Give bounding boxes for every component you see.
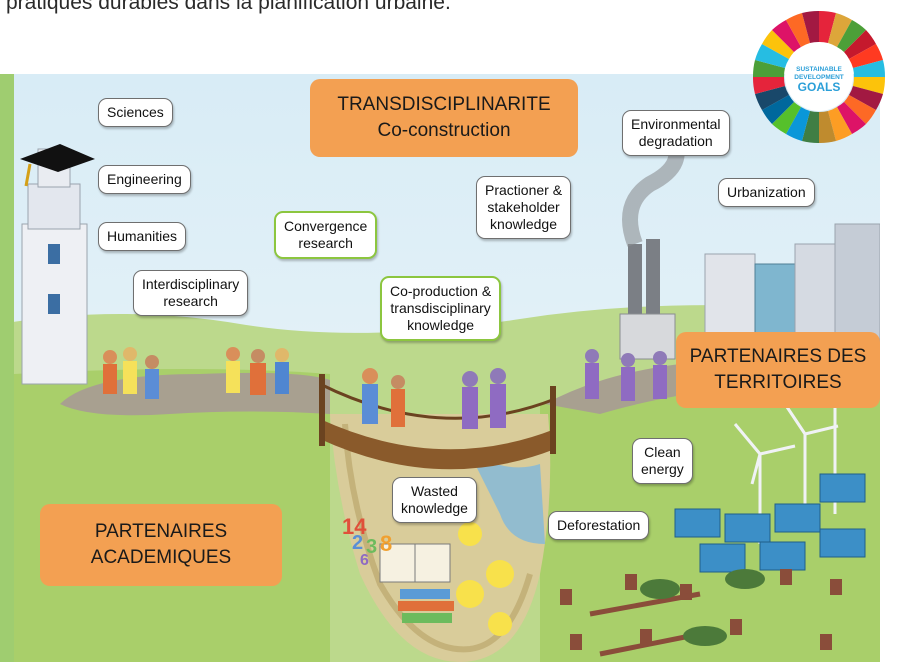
sdg-line-1: SUSTAINABLE [796,66,842,73]
sdg-wheel-icon: SUSTAINABLE DEVELOPMENT GOALS [752,10,886,144]
deforestation-stumps [560,569,842,657]
bubble-line: stakeholder [487,199,560,215]
books-and-bulbs [379,522,514,636]
sdg-line-3: GOALS [798,80,841,94]
bubble-line: knowledge [407,317,475,333]
label-line: Co-construction [377,120,511,141]
sdg-line-2: DEVELOPMENT [794,74,844,81]
label-partenaires-territoires: PARTENAIRES DES TERRITOIRES [676,332,880,408]
city-buildings [704,223,880,350]
bubble-practioner: Practioner & stakeholder knowledge [476,176,572,239]
bubble-line: Convergence [284,218,368,234]
bubble-humanities: Humanities [98,222,187,251]
people-group-convergence [226,347,289,395]
bubble-deforestation: Deforestation [548,511,650,540]
bubble-line: energy [641,461,684,477]
label-line: TERRITOIRES [714,372,842,393]
sdg-logo: SUSTAINABLE DEVELOPMENT GOALS [750,8,888,146]
bubble-line: Practioner & [485,182,563,198]
university-tower [20,144,95,385]
label-transdisciplinarite: TRANSDISCIPLINARITE Co-construction [310,79,578,157]
bubble-line: Environmental [631,116,721,132]
people-group-right [585,349,667,401]
label-line: TRANSDISCIPLINARITE [337,94,551,115]
illustration-scene: 14 2 3 8 6 Sciences Engineering Humaniti… [0,74,880,662]
pit-number-3: 3 [366,536,378,558]
label-line: ACADEMIQUES [90,547,232,568]
bubble-environmental: Environmental degradation [622,110,730,156]
bubble-line: degradation [638,133,713,149]
bubble-convergence: Convergence research [274,211,378,259]
caption-text: pratiques durables dans la planification… [6,0,451,14]
bubble-line: Wasted [410,483,458,499]
people-group-left [103,347,159,399]
bubble-line: Interdisciplinary [142,276,240,292]
people-group-bridge [362,368,506,429]
pit-number-2: 2 [352,532,364,554]
bubble-clean-energy: Clean energy [632,438,693,484]
label-line: PARTENAIRES DES [689,346,867,367]
bubble-line: research [163,293,218,309]
bubble-interdisciplinary: Interdisciplinary research [133,270,249,316]
label-partenaires-academiques: PARTENAIRES ACADEMIQUES [40,504,282,586]
bubble-wasted: Wasted knowledge [392,477,477,523]
pit-number-14: 14 [342,514,367,539]
bubble-line: research [298,235,353,251]
bubble-engineering: Engineering [98,165,191,194]
pit-number-8: 8 [380,531,393,556]
bubble-line: transdisciplinary [390,300,491,316]
bridge [319,374,556,470]
bubble-coproduction: Co-production & transdisciplinary knowle… [380,276,502,341]
bubble-line: knowledge [401,500,468,516]
bubble-sciences: Sciences [98,98,173,127]
bubble-line: knowledge [490,216,557,232]
solar-panels [674,473,866,573]
bubble-line: Co-production & [390,283,492,299]
bubble-urbanization: Urbanization [718,178,815,207]
bubble-line: Clean [644,444,681,460]
label-line: PARTENAIRES [94,521,228,542]
pit-number-6: 6 [360,552,369,569]
